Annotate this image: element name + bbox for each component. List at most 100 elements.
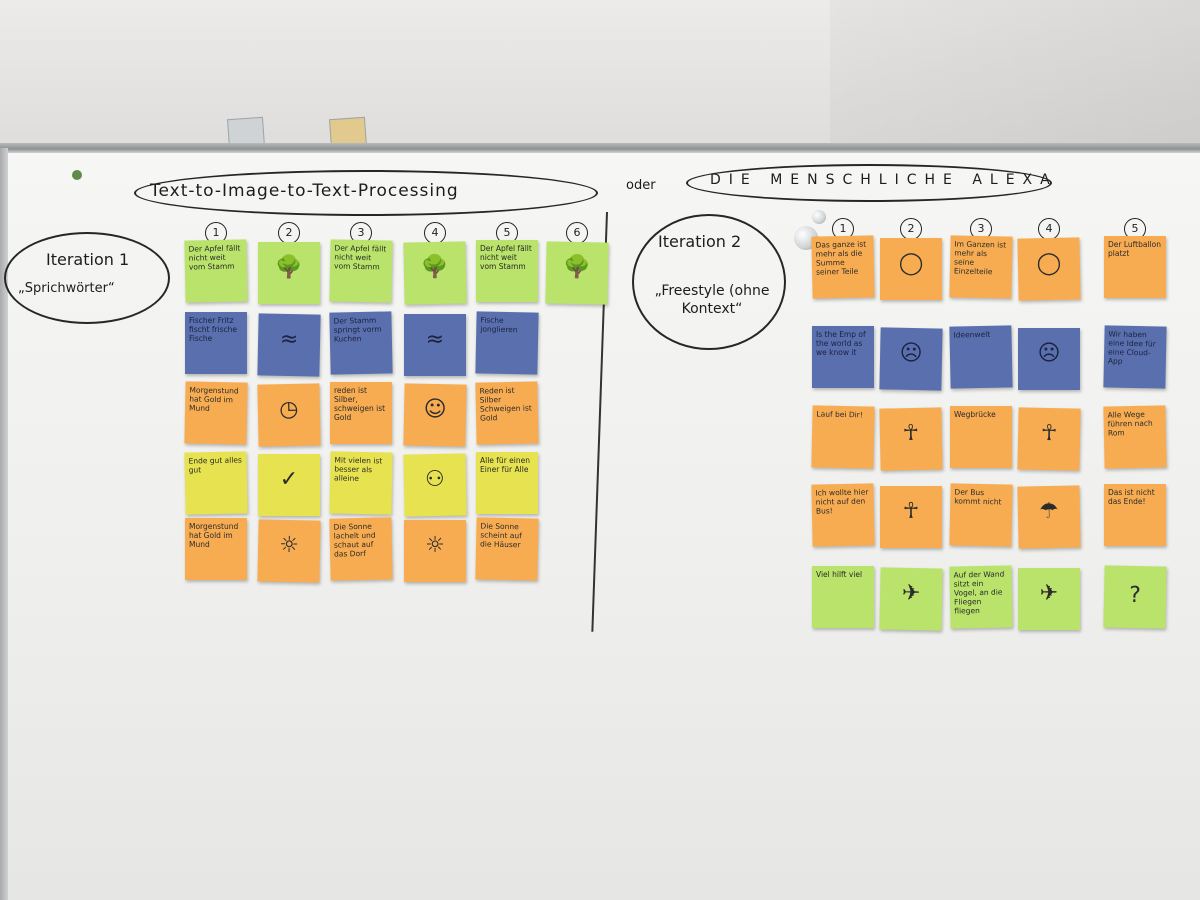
sticky-note-text: ? [1128, 582, 1142, 609]
right-sticky-note: ? [1103, 565, 1167, 629]
left-sticky-note: Fischer Fritz fischt frische Fische [185, 312, 247, 374]
left-sticky-note: Fische jonglieren [475, 311, 539, 375]
right-sticky-note: Auf der Wand sitzt ein Vogel, an die Fli… [949, 565, 1013, 629]
sticky-note-text: Mit vielen ist besser als alleine [334, 455, 383, 483]
oder-label: oder [626, 178, 656, 193]
left-sticky-note: Der Apfel fällt nicht weit vom Stamm [476, 240, 538, 302]
wall [0, 0, 1200, 150]
subtitle-oval [686, 164, 1052, 202]
fish-icon: ≈ [425, 327, 445, 352]
tree-icon: 🌳 [275, 255, 303, 280]
sticky-note-text: Auf der Wand sitzt ein Vogel, an die Fli… [953, 569, 1005, 616]
right-sticky-note: ◯ [1017, 237, 1081, 301]
bird-icon: ✈ [1039, 581, 1059, 606]
sticky-note-text: Ideenwelt [953, 329, 991, 340]
right-sticky-note: ✈ [879, 567, 943, 631]
right-sticky-note: Lauf bei Dir! [811, 405, 875, 469]
right-sticky-note: ☂ [1017, 485, 1081, 549]
right-sticky-note: Wir haben eine Idee für eine Cloud-App [1103, 325, 1167, 389]
left-sticky-note: ☼ [257, 519, 321, 583]
board-title: Text-to-Image-to-Text-Processing [150, 181, 459, 201]
right-sticky-note: ☹ [879, 327, 943, 391]
whiteboard-frame-top [0, 143, 1200, 153]
people-icon: ⚇ [424, 466, 446, 493]
left-sticky-note: Die Sonne lachelt und schaut auf das Dor… [329, 517, 393, 581]
wall-corner [830, 0, 1200, 150]
sun-icon: ☼ [425, 533, 445, 558]
iteration2-oval [632, 214, 786, 350]
sticky-note-text: Ende gut alles gut [188, 455, 243, 475]
right-sticky-note: Der Luftballon platzt [1104, 236, 1166, 298]
left-sticky-note: ✓ [258, 454, 320, 516]
right-sticky-note: ◯ [880, 238, 942, 300]
right-sticky-note: Das ganze ist mehr als die Summe seiner … [811, 235, 875, 299]
left-sticky-note: ☼ [404, 520, 466, 582]
left-sticky-note: Reden ist Silber Schweigen ist Gold [475, 381, 539, 445]
left-sticky-note: 🌳 [403, 241, 467, 305]
right-sticky-note: ✈ [1018, 568, 1080, 630]
iteration1-title: Iteration 1 [46, 250, 130, 269]
bird-icon: ✈ [901, 580, 921, 607]
sticky-note-text: Im Ganzen ist mehr als seine Einzelteile [953, 239, 1007, 277]
left-sticky-note: ☺ [403, 383, 467, 447]
right-sticky-note: Viel hilft viel [812, 566, 874, 628]
sticky-note-text: Der Apfel fällt nicht weit vom Stamm [334, 243, 387, 272]
sticky-note-text: Ich wollte hier nicht auf den Bus! [815, 487, 869, 516]
board-subtitle: DIE MENSCHLICHE ALEXA [710, 172, 1058, 188]
title-oval [134, 170, 598, 216]
left-sticky-note: Der Stamm springt vorm Kuchen [329, 311, 393, 375]
sun-icon: ☼ [278, 532, 300, 559]
right-sticky-note: ☥ [880, 486, 942, 548]
left-sticky-note: reden ist Silber, schweigen ist Gold [330, 382, 392, 444]
left-sticky-note: ⚇ [403, 453, 467, 517]
left-sticky-note: Alle für einen Einer für Alle [476, 452, 538, 514]
circle-icon: ◯ [1036, 250, 1062, 277]
left-column-number: 4 [424, 222, 446, 244]
left-sticky-note: Ende gut alles gut [184, 451, 248, 515]
sticky-note-text: Die Sonne lachelt und schaut auf das Dor… [333, 521, 376, 559]
mouth-icon: ☺ [423, 396, 447, 423]
person-icon: ☥ [902, 499, 920, 524]
iteration1-oval [4, 232, 170, 324]
sticky-note-text: Der Stamm springt vorm Kuchen [333, 315, 382, 344]
sticky-note-text: Das ist nicht das Ende! [1108, 488, 1155, 506]
sticky-note-text: Fische jonglieren [480, 315, 518, 335]
right-sticky-note: ☹ [1018, 328, 1080, 390]
sticky-note-text: Is the Emp of the world as we know it [816, 330, 866, 357]
iteration1-subtitle: „Sprichwörter“ [18, 281, 115, 296]
right-column-number: 4 [1038, 218, 1060, 240]
right-sticky-note: Wegbrücke [950, 406, 1012, 468]
left-column-number: 2 [278, 222, 300, 244]
sticky-note-text: reden ist Silber, schweigen ist Gold [334, 386, 386, 422]
sticky-note-text: Das ganze ist mehr als die Summe seiner … [815, 239, 867, 277]
sticky-note-text: Reden ist Silber Schweigen ist Gold [479, 385, 532, 423]
iteration2-subtitle: „Freestyle (ohne Kontext“ [654, 283, 770, 317]
right-sticky-note: Das ist nicht das Ende! [1104, 484, 1166, 546]
left-sticky-note: Morgenstund hat Gold im Mund [184, 381, 248, 445]
right-sticky-note: Ich wollte hier nicht auf den Bus! [811, 483, 875, 547]
right-sticky-note: ☥ [1017, 407, 1081, 471]
sticky-note-text: Morgenstund hat Gold im Mund [189, 385, 239, 413]
left-sticky-note: Der Apfel fällt nicht weit vom Stamm [184, 239, 248, 303]
left-sticky-note: ≈ [257, 313, 321, 377]
left-sticky-note: Mit vielen ist besser als alleine [329, 451, 393, 515]
magnet [812, 210, 826, 224]
tree-icon: 🌳 [563, 254, 592, 281]
fish-icon: ≈ [279, 326, 299, 353]
left-sticky-note: ≈ [404, 314, 466, 376]
sticky-note-text: Alle Wege führen nach Rom [1107, 409, 1153, 438]
sticky-note-text: Fischer Fritz fischt frische Fische [189, 316, 238, 343]
iteration2-title: Iteration 2 [658, 232, 742, 251]
rain-icon: ☂ [1038, 498, 1060, 525]
sticky-note-text: Der Apfel fällt nicht weit vom Stamm [188, 243, 241, 272]
sticky-note-text: Lauf bei Dir! [816, 409, 863, 420]
check-icon: ✓ [279, 467, 299, 492]
left-sticky-note: Der Apfel fällt nicht weit vom Stamm [329, 239, 393, 303]
circle-icon: ◯ [898, 251, 924, 276]
marker-dot [72, 170, 82, 180]
sticky-note-text: Die Sonne scheint auf die Häuser [480, 521, 522, 550]
right-sticky-note: Im Ganzen ist mehr als seine Einzelteile [949, 235, 1013, 299]
left-sticky-note: Morgenstund hat Gold im Mund [185, 518, 247, 580]
left-sticky-note: 🌳 [545, 241, 609, 305]
right-sticky-note: ☥ [879, 407, 943, 471]
